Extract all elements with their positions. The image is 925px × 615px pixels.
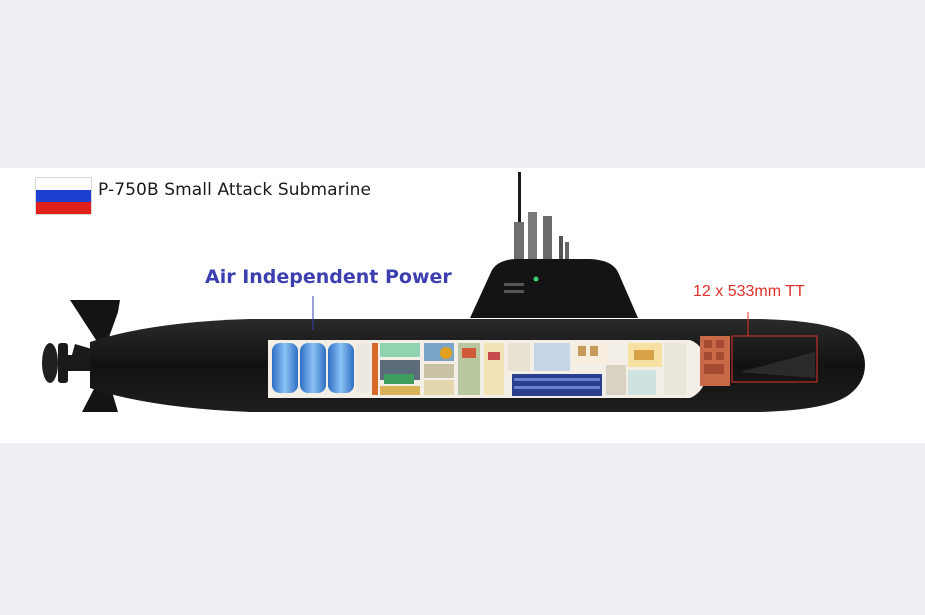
sail xyxy=(470,259,638,318)
torpedo-tube-annotation: 12 x 533mm TT xyxy=(693,283,805,300)
masts xyxy=(514,172,569,267)
torpedo-room xyxy=(700,312,818,386)
diagram-title: P-750B Small Attack Submarine xyxy=(98,180,371,200)
propeller xyxy=(42,343,92,383)
aip-annotation: Air Independent Power xyxy=(205,266,452,288)
hull-cutaway xyxy=(268,340,708,398)
russia-flag-icon xyxy=(35,177,92,215)
aip-tanks xyxy=(272,343,370,393)
